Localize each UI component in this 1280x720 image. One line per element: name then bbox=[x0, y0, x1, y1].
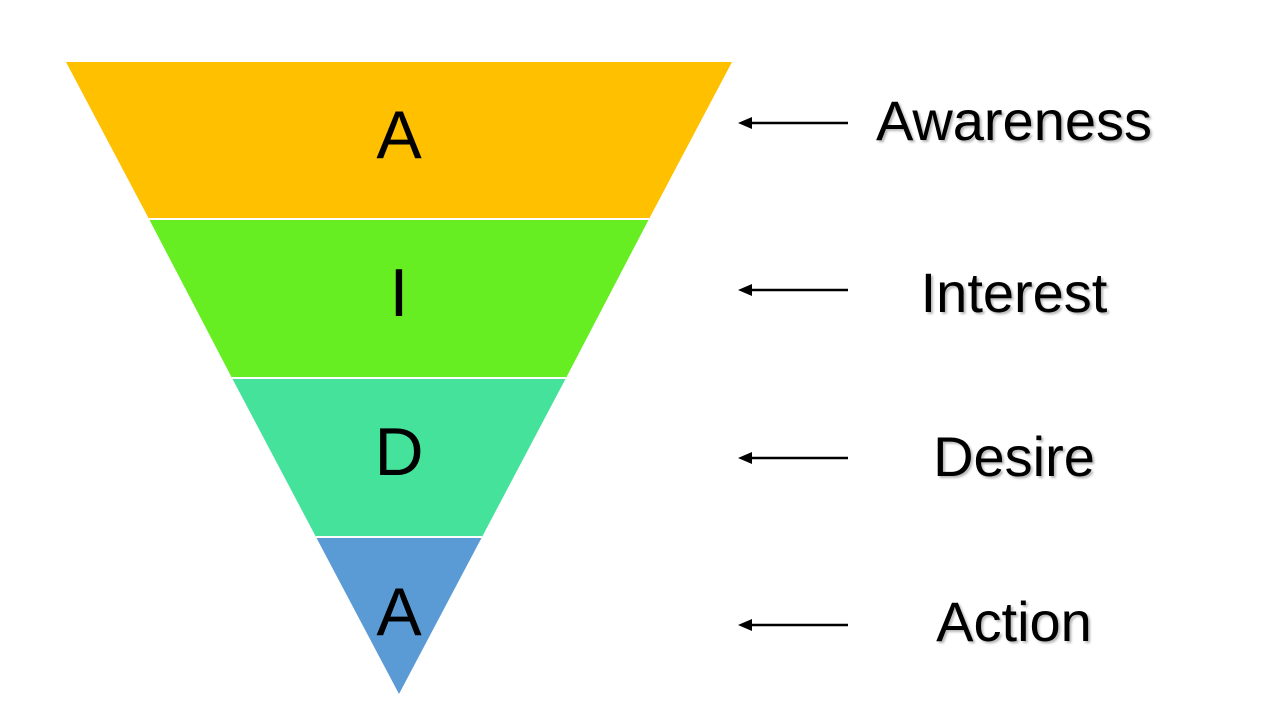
funnel-letter-interest: I bbox=[390, 255, 409, 331]
arrow-head-icon bbox=[738, 117, 752, 129]
stage-label-awareness: Awareness bbox=[876, 89, 1152, 152]
stage-label-desire: Desire bbox=[933, 425, 1095, 488]
stage-label-interest: Interest bbox=[921, 261, 1108, 324]
funnel-band-desire bbox=[232, 378, 566, 537]
arrow-head-icon bbox=[738, 619, 752, 631]
arrow-head-icon bbox=[738, 284, 752, 296]
funnel: A I D A bbox=[66, 62, 732, 694]
arrow-awareness bbox=[738, 117, 848, 129]
funnel-letter-desire: D bbox=[374, 414, 423, 490]
funnel-letter-action: A bbox=[376, 574, 422, 650]
funnel-band-action bbox=[316, 537, 482, 694]
funnel-band-awareness bbox=[66, 62, 732, 219]
stage-arrows bbox=[738, 117, 848, 631]
stage-labels: Awareness Interest Desire Action bbox=[876, 89, 1152, 653]
arrow-action bbox=[738, 619, 848, 631]
funnel-letter-awareness: A bbox=[376, 97, 422, 173]
arrow-interest bbox=[738, 284, 848, 296]
arrow-head-icon bbox=[738, 452, 752, 464]
funnel-band-interest bbox=[149, 219, 649, 378]
arrow-desire bbox=[738, 452, 848, 464]
stage-label-action: Action bbox=[936, 590, 1092, 653]
